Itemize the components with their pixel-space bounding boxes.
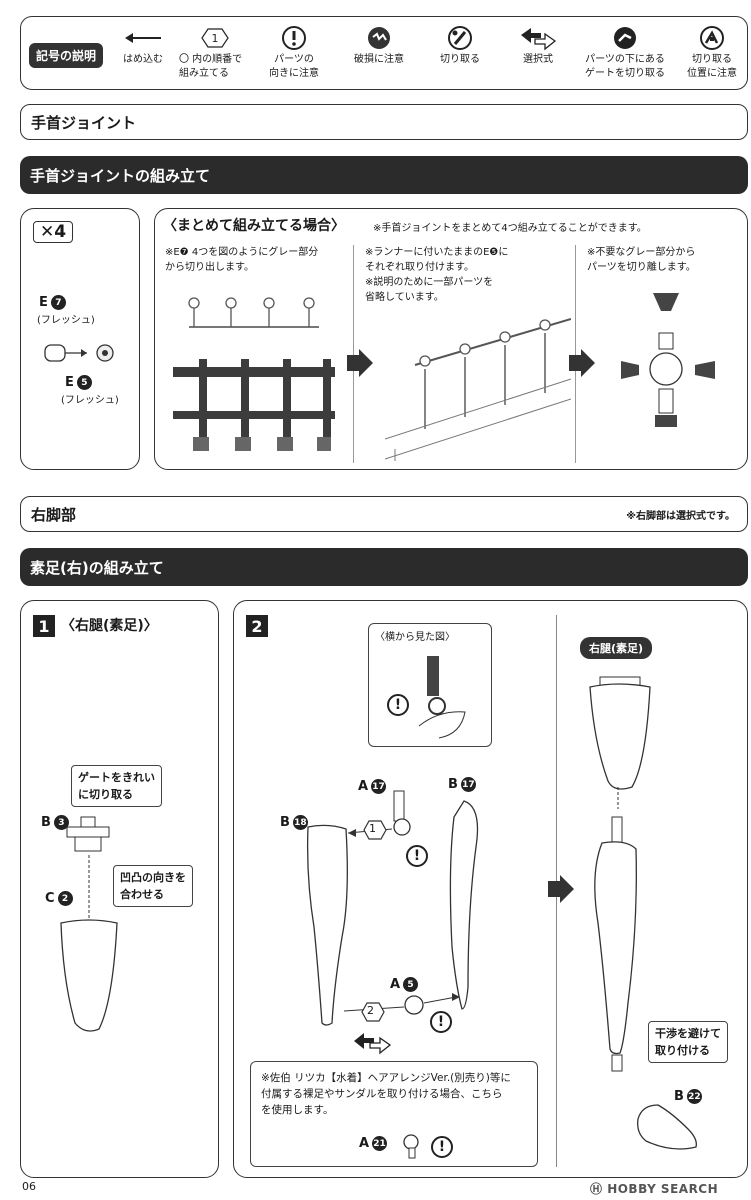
part-sub-e5: (フレッシュ) xyxy=(61,395,119,406)
cut-position-icon xyxy=(700,26,724,50)
next-step-arrow-icon xyxy=(548,875,574,903)
exclamation-icon: ! xyxy=(431,1136,453,1158)
runner-assembly-illustration xyxy=(385,318,571,461)
step-number: 2 xyxy=(246,615,268,637)
choice-arrow-icon xyxy=(521,28,557,51)
choice-arrow-icon xyxy=(354,1033,392,1055)
legend-label: はめ込む xyxy=(123,54,163,65)
legend-item-orientation: パーツの 向きに注意 xyxy=(261,23,327,81)
part-a21-illustration xyxy=(403,1134,419,1159)
batch-step1-text: ※E❼ 4つを図のようにグレー部分 から切り出します。 xyxy=(165,247,319,273)
step-number: 1 xyxy=(33,615,55,637)
page-number: 06 xyxy=(22,1180,36,1193)
legend-label: 〇 内の順番で 組み立てる xyxy=(179,54,243,79)
exclamation-icon: ! xyxy=(406,845,428,867)
section-header-wrist-assembly: 手首ジョイントの組み立て xyxy=(20,156,748,194)
batch-title-note: ※手首ジョイントをまとめて4つ組み立てることができます。 xyxy=(373,223,647,234)
batch-step3-text: ※不要なグレー部分から パーツを切り離します。 xyxy=(587,247,696,273)
svg-text:1: 1 xyxy=(212,32,219,45)
option-note-box: ※佐伯 リツカ【水着】ヘアアレンジVer.(別売り)等に 付属する裸足やサンダル… xyxy=(250,1061,538,1167)
thigh-illustration xyxy=(60,855,118,1032)
multiplier-badge: ✕4 xyxy=(33,221,74,243)
legend-label: 破損に注意 xyxy=(354,54,404,65)
wrist-joint-illustration xyxy=(44,344,114,362)
side-view-box: 〈横から見た図〉 ! xyxy=(368,623,492,747)
legend-item-choice: 選択式 xyxy=(505,23,571,67)
watermark: Ⓗ HOBBY SEARCH xyxy=(590,1182,719,1196)
legend-label: パーツの 向きに注意 xyxy=(269,54,319,79)
symbol-legend: 記号の説明 はめ込む 1 〇 内の順番で 組み立てる パーツの 向きに注意 破損… xyxy=(20,16,748,90)
section-header-bare-foot: 素足(右)の組み立て xyxy=(20,548,748,586)
legend-label: 選択式 xyxy=(523,54,553,65)
batch-assembly-panel: 〈まとめて組み立てる場合〉 ※手首ジョイントをまとめて4つ組み立てることができま… xyxy=(154,208,748,470)
exclamation-icon: ! xyxy=(430,1011,452,1033)
watermark-logo-icon: Ⓗ xyxy=(590,1182,608,1196)
break-caution-icon xyxy=(368,27,390,49)
cut-icon xyxy=(448,26,472,50)
legend-label: パーツの下にある ゲートを切り取る xyxy=(585,54,665,79)
section-title: 右脚部 xyxy=(31,505,77,524)
next-step-arrow-icon xyxy=(569,349,595,377)
legend-title: 記号の説明 xyxy=(29,43,104,68)
order-number: 2 xyxy=(367,1004,374,1017)
numbered-hexagon-icon xyxy=(363,820,387,840)
foot-illustration xyxy=(637,1104,697,1150)
legend-item-cut: 切り取る xyxy=(425,23,495,67)
side-view-illustration xyxy=(418,656,466,739)
section-header-wrist-joint: 手首ジョイント xyxy=(20,104,748,140)
option-note: ※佐伯 リツカ【水着】ヘアアレンジVer.(別売り)等に 付属する裸足やサンダル… xyxy=(261,1072,511,1116)
exclamation-icon xyxy=(282,26,306,50)
exclamation-icon: ! xyxy=(387,694,409,716)
side-view-title: 〈横から見た図〉 xyxy=(375,632,455,643)
section-title: 素足(右)の組み立て xyxy=(30,558,164,577)
order-number: 1 xyxy=(369,822,376,835)
section-title: 手首ジョイント xyxy=(31,113,137,132)
arrow-left-icon xyxy=(125,33,161,43)
part-sub-e7: (フレッシュ) xyxy=(37,315,95,326)
assembled-leg-illustration xyxy=(589,676,651,1072)
section-header-right-leg: 右脚部 ※右脚部は選択式です。 xyxy=(20,496,748,532)
right-thigh-label: 右腿(素足) xyxy=(580,637,653,659)
leg-parts-illustration xyxy=(306,790,479,1026)
legend-item-under-gate: パーツの下にある ゲートを切り取る xyxy=(577,23,673,81)
batch-step2-text: ※ランナーに付いたままのE❺に それぞれ取り付けます。 ※説明のために一部パーツ… xyxy=(365,247,509,303)
step-title: 〈右腿(素足)〉 xyxy=(61,618,158,634)
legend-item-order: 1 〇 内の順番で 組み立てる xyxy=(179,23,251,81)
legend-item-break: 破損に注意 xyxy=(341,23,417,67)
legend-item-cut-position: 切り取る 位置に注意 xyxy=(679,23,745,81)
section-title: 手首ジョイントの組み立て xyxy=(30,166,211,185)
legend-item-insert: はめ込む xyxy=(113,23,173,67)
note-gate-clean: ゲートをきれい に切り取る xyxy=(71,765,162,807)
note-orientation-match: 凹凸の向きを 合わせる xyxy=(113,865,193,907)
under-gate-icon xyxy=(614,27,636,49)
column-divider xyxy=(575,245,576,463)
runner-illustration xyxy=(173,297,335,451)
legend-label: 切り取る 位置に注意 xyxy=(687,54,737,79)
column-divider xyxy=(353,245,354,463)
numbered-hexagon-icon xyxy=(361,1002,385,1022)
joint-cutout-illustration xyxy=(621,293,715,427)
next-step-arrow-icon xyxy=(347,349,373,377)
right-leg-note: ※右脚部は選択式です。 xyxy=(626,510,735,522)
legend-label: 切り取る xyxy=(440,54,480,65)
numbered-hexagon-icon: 1 xyxy=(201,28,229,48)
note-avoid-interference: 干渉を避けて 取り付ける xyxy=(648,1021,728,1063)
batch-title: 〈まとめて組み立てる場合〉 xyxy=(163,218,345,234)
part-b3-illustration xyxy=(66,816,110,852)
